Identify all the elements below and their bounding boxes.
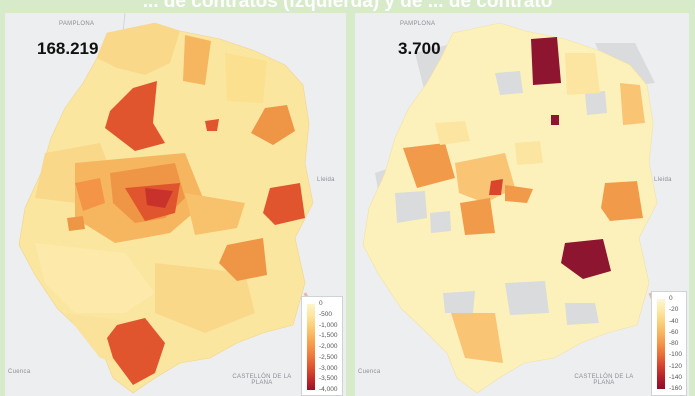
legend-tick-label: -40 — [669, 317, 679, 325]
legend-tick-label: -60 — [669, 328, 679, 336]
place-label-cuenca: Cuenca — [8, 369, 31, 375]
legend-tick-label: -20 — [669, 306, 679, 314]
legend-tick-label: 0 — [319, 300, 323, 307]
legend-tick-label: -1,500 — [319, 332, 338, 340]
amount-legend: 0 -20 -40 -60 -80 -100 -120 -140 -160 — [651, 291, 687, 396]
amount-map: 3.700 PAMPLONA Lleida CASTELLÓN DE LA PL… — [355, 13, 689, 396]
legend-tick-label: -2,000 — [319, 343, 338, 350]
legend-tick-label: -500 — [319, 310, 333, 318]
legend-tick-label: -3,000 — [319, 364, 338, 372]
legend-tick-label: -3,500 — [319, 375, 338, 383]
contracts-legend: 0 -500 -1,000 -1,500 -2,000 -2,500 -3,000 -3,50… — [301, 296, 343, 396]
place-label-pamplona: PAMPLONA — [400, 21, 436, 27]
figure-title: ... de contratos (izquierda) y de ... de… — [142, 0, 553, 11]
place-label-lleida: Lleida — [317, 177, 335, 183]
amount-total: 3.700 — [398, 39, 441, 58]
place-label-cuenca: Cuenca — [358, 369, 381, 375]
place-label-castellon: CASTELLÓN DE LA PLANA — [232, 374, 292, 386]
contracts-total: 168.219 — [37, 39, 99, 58]
legend-tick-label: -80 — [669, 340, 679, 347]
legend-tick-label: -2,500 — [319, 353, 338, 361]
contracts-map: 168.219 PAMPLONA Lleida CASTELLÓN DE LA … — [5, 13, 346, 396]
legend-tick-label: -120 — [669, 362, 683, 370]
legend-gradient-bar — [307, 304, 315, 390]
aragon-amount-choropleth — [362, 22, 683, 396]
place-label-pamplona: PAMPLONA — [59, 21, 95, 27]
place-label-castellon: CASTELLÓN DE LA PLANA — [574, 374, 634, 386]
legend-tick-label: -160 — [669, 385, 683, 392]
aragon-contracts-choropleth — [18, 13, 339, 396]
place-label-lleida: Lleida — [654, 177, 672, 183]
legend-tick-label: 0 — [669, 295, 673, 302]
legend-tick-label: -4,000 — [319, 386, 338, 393]
legend-tick-label: -100 — [669, 351, 683, 359]
legend-gradient-bar — [657, 299, 665, 389]
legend-tick-label: -140 — [669, 373, 683, 381]
legend-tick-label: -1,000 — [319, 321, 338, 329]
